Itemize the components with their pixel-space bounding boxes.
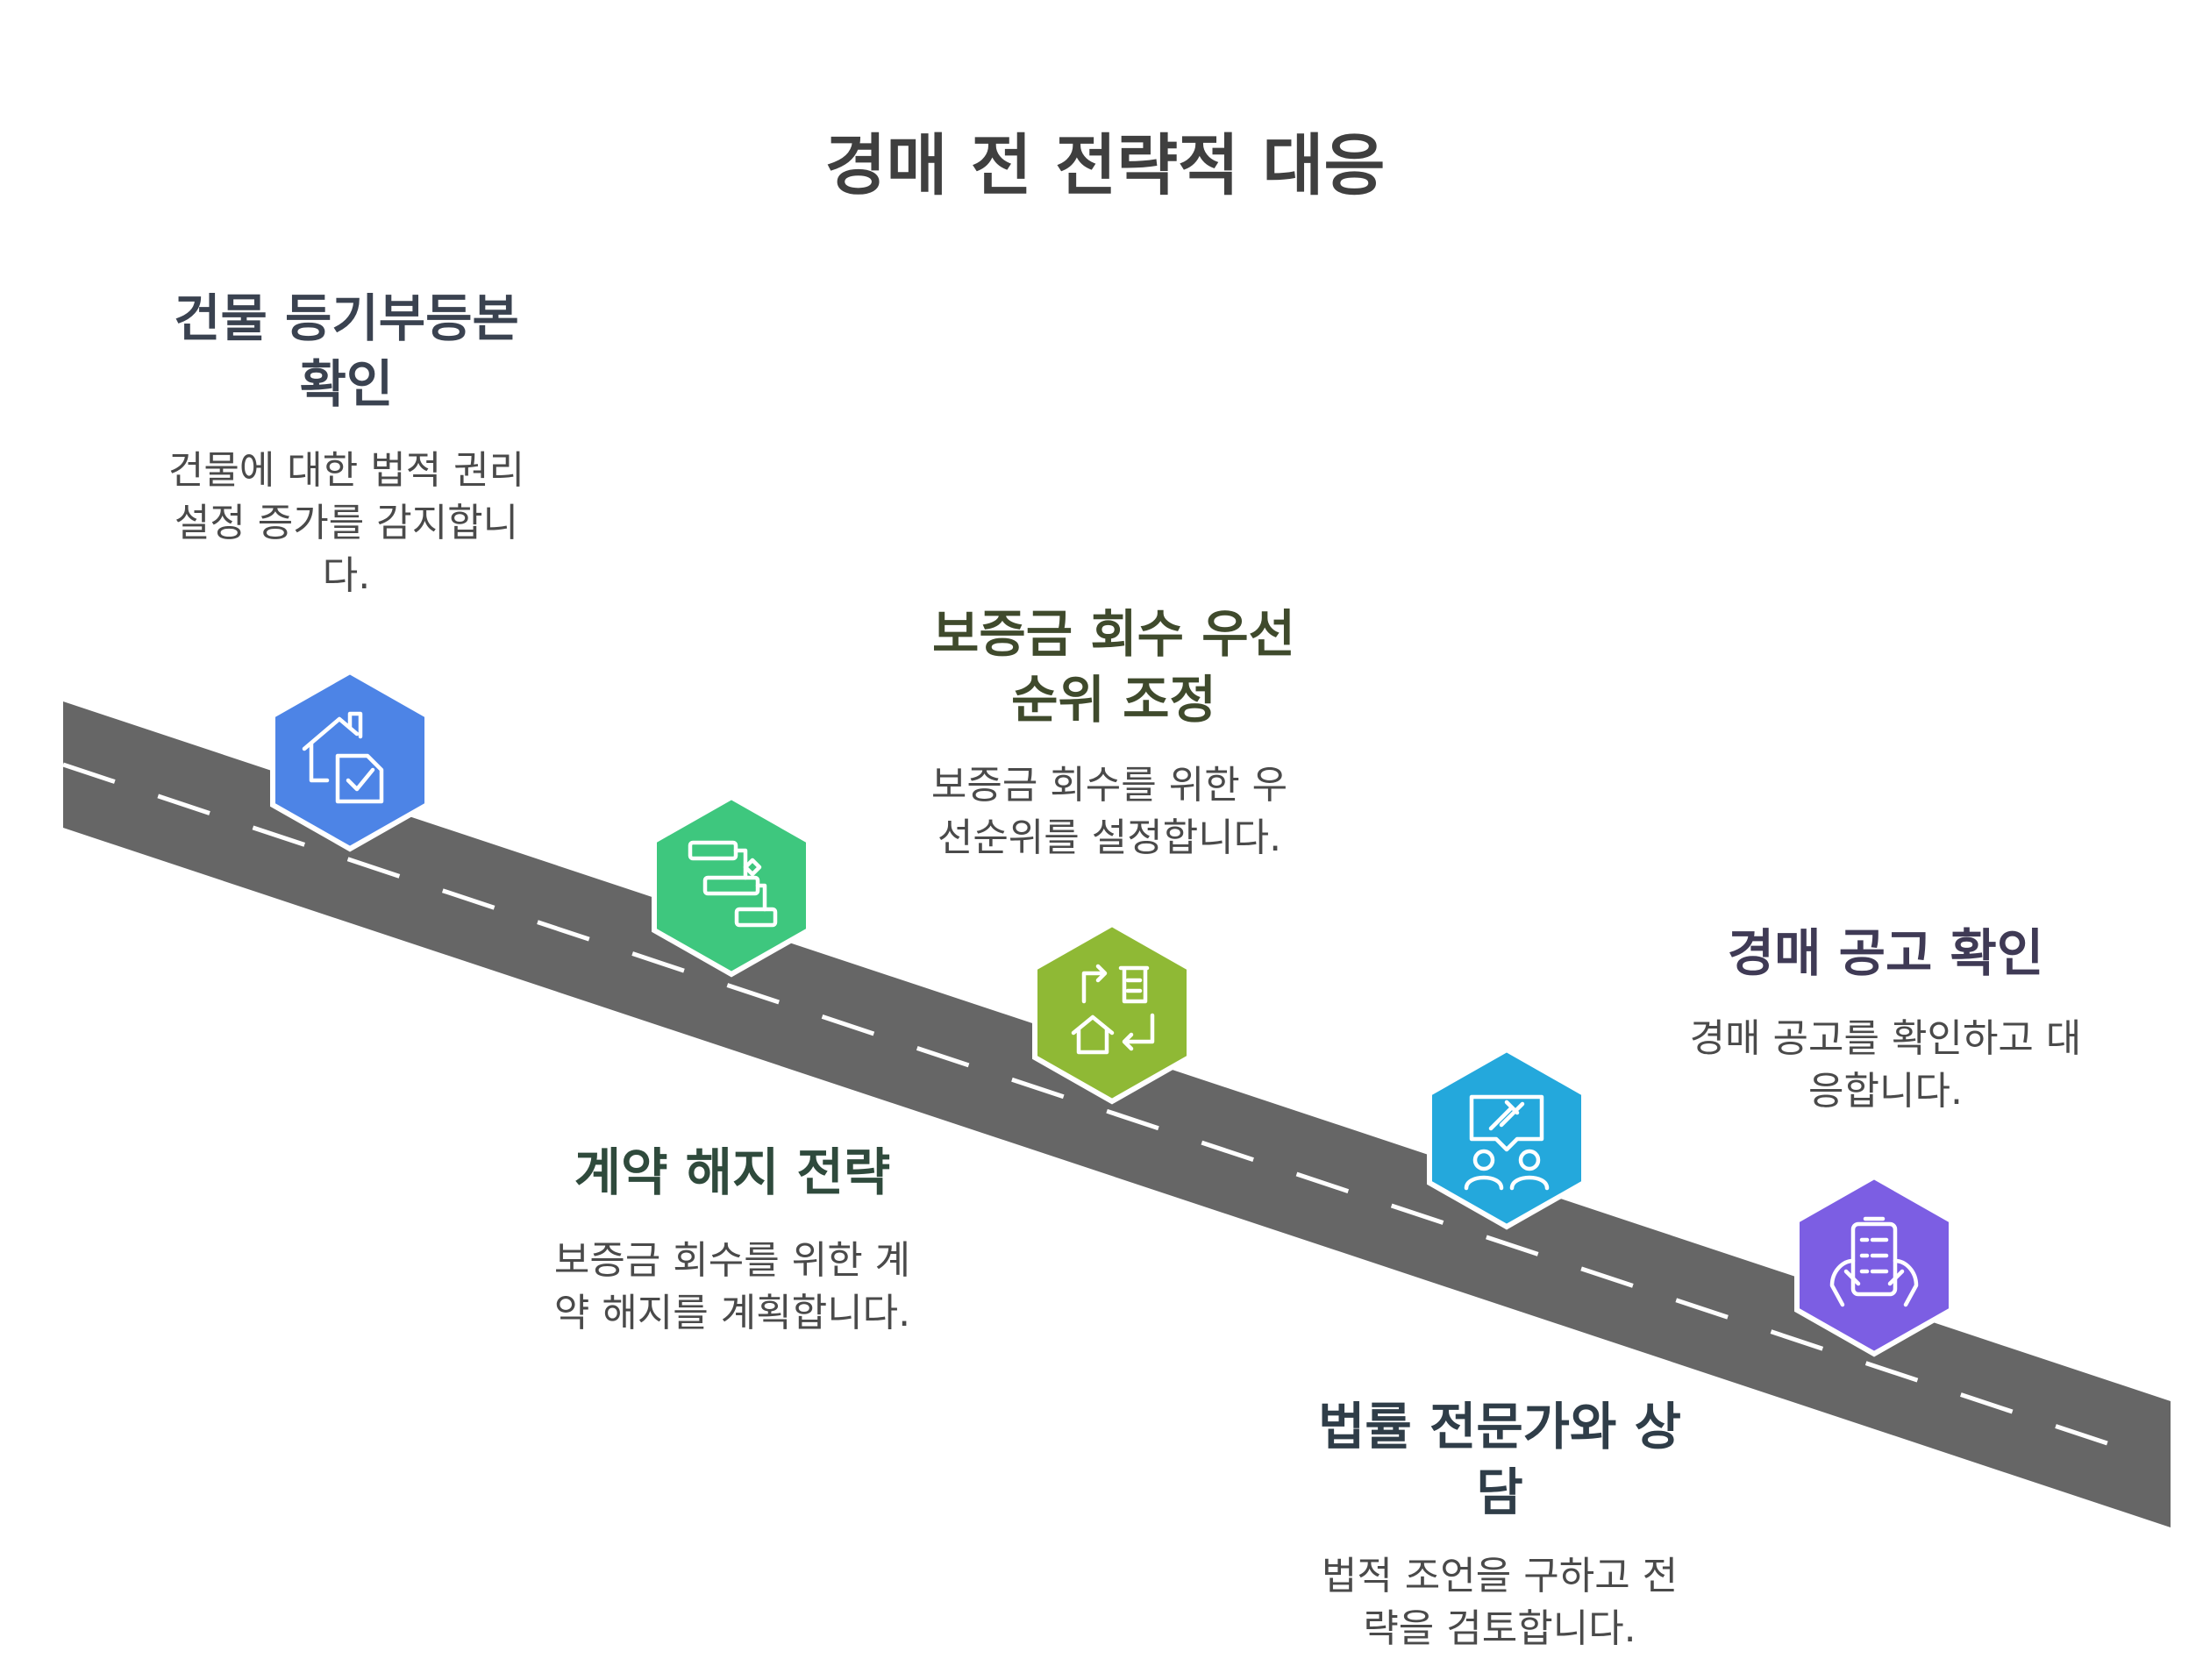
step-2-description: 보증금 회수를 위한 계약 해지를 계획합니다. <box>553 1238 911 1335</box>
house-transfer-icon <box>1071 964 1155 1055</box>
step-3-description: 보증금 회수를 위한 우선순위를 설정합니다. <box>930 763 1288 860</box>
gantt-timeline-icon <box>688 840 778 928</box>
step-1-description: 건물에 대한 법적 권리 설정 증가를 감지합니다. <box>168 448 525 598</box>
step-2-title: 계약 해지 전략 <box>574 1143 891 1202</box>
step-4-description: 법적 조언을 구하고 전략을 검토합니다. <box>1321 1554 1679 1651</box>
step-5-title: 경매 공고 확인 <box>1727 923 2044 983</box>
step-1-hexagon <box>269 668 431 852</box>
house-document-check-icon <box>302 711 384 804</box>
step-3-title: 보증금 회수 우선순위 조정 <box>932 604 1295 730</box>
legal-consultation-icon <box>1464 1094 1550 1191</box>
step-2-hexagon <box>651 794 812 978</box>
step-4-title: 법률 전문가와 상담 <box>1318 1397 1681 1523</box>
road-center-dashes <box>62 762 2132 1454</box>
step-5-hexagon <box>1793 1173 1955 1357</box>
hand-notice-icon <box>1829 1216 1919 1307</box>
step-3-hexagon <box>1031 921 1193 1105</box>
page-title: 경매 전 전략적 대응 <box>824 126 1386 204</box>
step-1-title: 건물 등기부등본 확인 <box>174 288 519 415</box>
step-5-description: 경매 공고를 확인하고 대응합니다. <box>1689 1016 2082 1114</box>
step-4-hexagon <box>1426 1046 1587 1230</box>
